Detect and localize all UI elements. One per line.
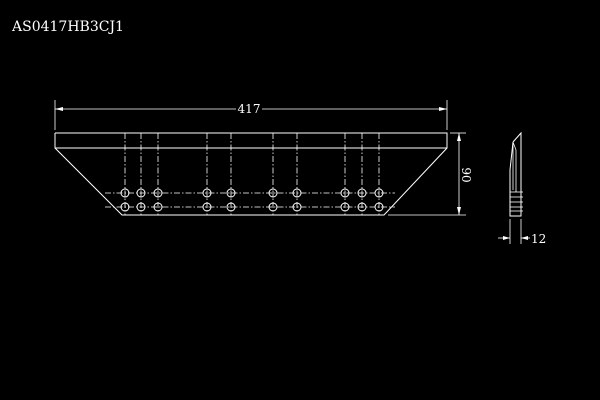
height-label: 90: [459, 167, 473, 182]
thickness-dimension: 12: [498, 219, 546, 246]
mounting-hole: [202, 188, 212, 198]
blade-outline: [54, 132, 448, 216]
mounting-hole: [226, 188, 236, 198]
mounting-hole: [268, 188, 278, 198]
thickness-arrow-left: [503, 236, 510, 240]
mounting-hole: [136, 188, 146, 198]
mounting-hole: [120, 188, 130, 198]
mounting-hole: [357, 188, 367, 198]
length-dimension: 417: [54, 100, 448, 130]
mounting-hole: [374, 188, 384, 198]
mounting-hole: [153, 202, 163, 212]
mounting-hole: [268, 202, 278, 212]
mounting-hole: [202, 202, 212, 212]
mounting-hole: [292, 202, 302, 212]
mounting-hole: [226, 202, 236, 212]
length-arrow-right: [439, 107, 447, 111]
side-bevel-line: [512, 141, 517, 151]
height-arrow-bottom: [457, 207, 461, 215]
thickness-label: 12: [531, 232, 546, 246]
side-profile-outline: [509, 131, 522, 217]
length-arrow-left: [55, 107, 63, 111]
mounting-holes: [120, 188, 384, 212]
height-arrow-top: [457, 133, 461, 141]
mounting-hole: [136, 202, 146, 212]
front-view: [54, 132, 448, 216]
mounting-hole: [120, 202, 130, 212]
thickness-arrow-right: [521, 236, 528, 240]
mounting-hole: [374, 202, 384, 212]
part-number-title: AS0417HB3CJ1: [12, 19, 124, 35]
length-label: 417: [238, 102, 261, 116]
side-view: [509, 131, 523, 217]
vertical-centerlines: [124, 133, 380, 215]
mounting-hole: [340, 188, 350, 198]
mounting-hole: [153, 188, 163, 198]
mounting-hole: [357, 202, 367, 212]
height-dimension: 90: [388, 132, 473, 216]
mounting-hole: [292, 188, 302, 198]
mounting-hole: [340, 202, 350, 212]
